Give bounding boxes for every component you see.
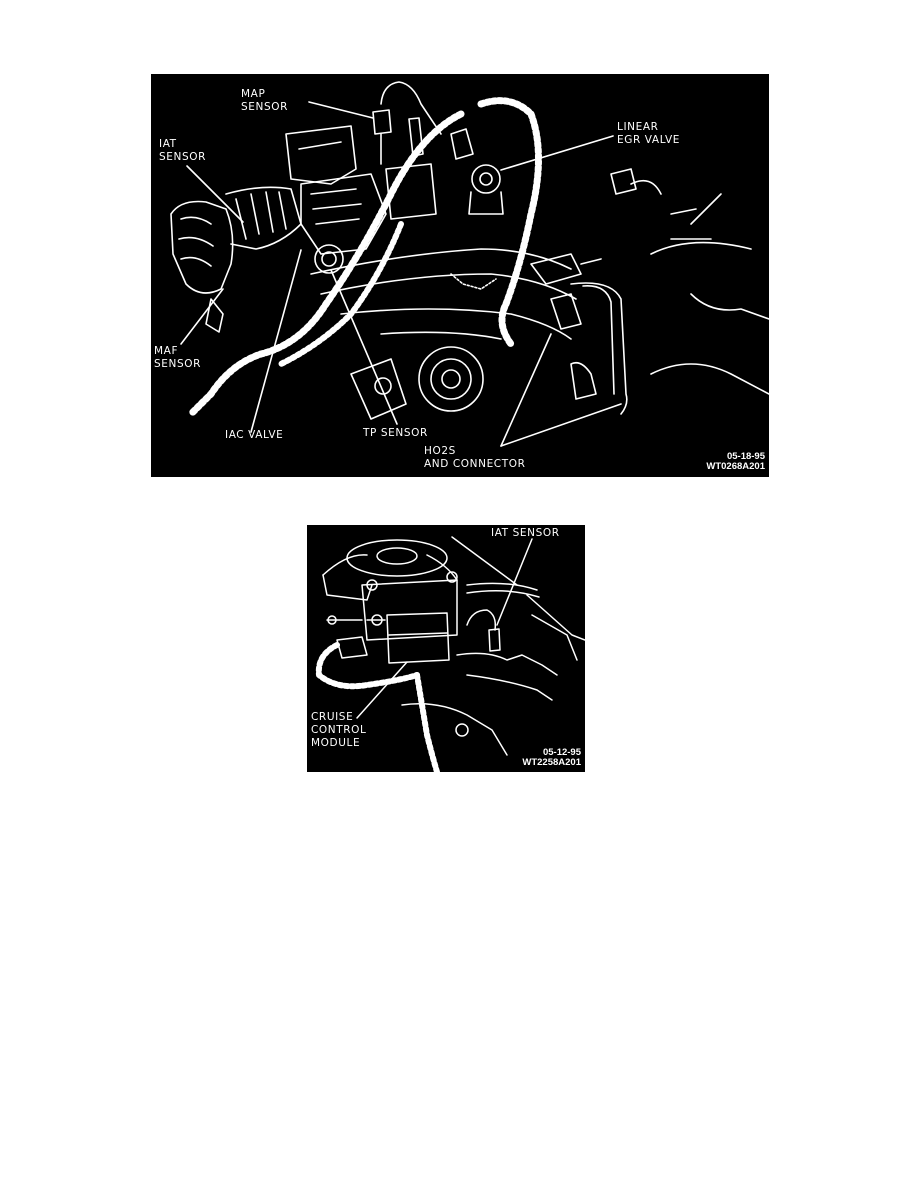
- engine-components-diagram: MAP SENSOR IAT SENSOR LINEAR EGR VALVE M…: [151, 74, 769, 477]
- iat-sensor-label: IAT SENSOR: [159, 138, 206, 163]
- iat-line-art: [315, 536, 585, 772]
- cruise-control-module-label: CRUISE CONTROL MODULE: [311, 711, 367, 749]
- tp-sensor-label: TP SENSOR: [363, 427, 428, 439]
- maf-sensor-label: MAF SENSOR: [154, 345, 201, 370]
- ho2s-and-connector-label: HO2S AND CONNECTOR: [424, 445, 526, 470]
- figure-code: WT2258A201: [522, 757, 581, 768]
- map-sensor-label: MAP SENSOR: [241, 88, 288, 113]
- linear-egr-valve-label: LINEAR EGR VALVE: [617, 121, 681, 146]
- iac-valve-label: IAC VALVE: [225, 429, 284, 441]
- engine-line-art: [170, 81, 769, 447]
- figure-date: 05-12-95: [542, 747, 581, 758]
- figure-code: WT0268A201: [706, 461, 765, 472]
- figure-date: 05-18-95: [726, 451, 765, 462]
- iat-sensor-label: IAT SENSOR: [491, 527, 560, 539]
- iat-sensor-location-diagram: IAT SENSOR CRUISE CONTROL MODULE 05-12-9…: [307, 525, 585, 772]
